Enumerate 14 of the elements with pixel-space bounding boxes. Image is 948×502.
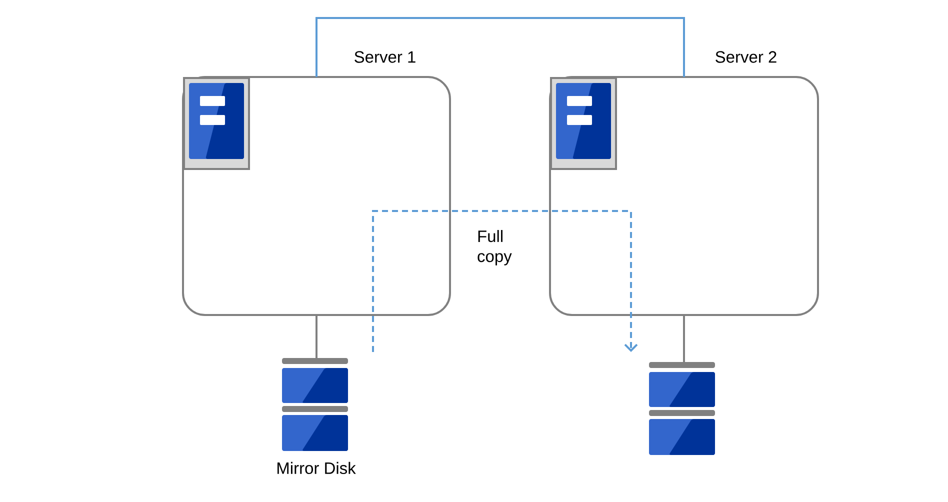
- node-label: Server 1: [354, 51, 416, 63]
- edge-label: Full copy: [476, 229, 522, 266]
- server-box: Server 1: [182, 51, 451, 316]
- connector-line: [316, 17, 685, 77]
- server-box: Server 2: [549, 51, 819, 316]
- server-icon: [183, 77, 250, 170]
- server-icon: [550, 77, 617, 170]
- arrow: [372, 210, 638, 352]
- disk-label: Mirror Disk: [278, 462, 356, 474]
- connector-line: [316, 315, 318, 358]
- disk-icon: [649, 362, 715, 455]
- connector-line: [683, 315, 685, 362]
- disk-icon: [282, 358, 348, 451]
- node-label: Server 2: [716, 51, 776, 63]
